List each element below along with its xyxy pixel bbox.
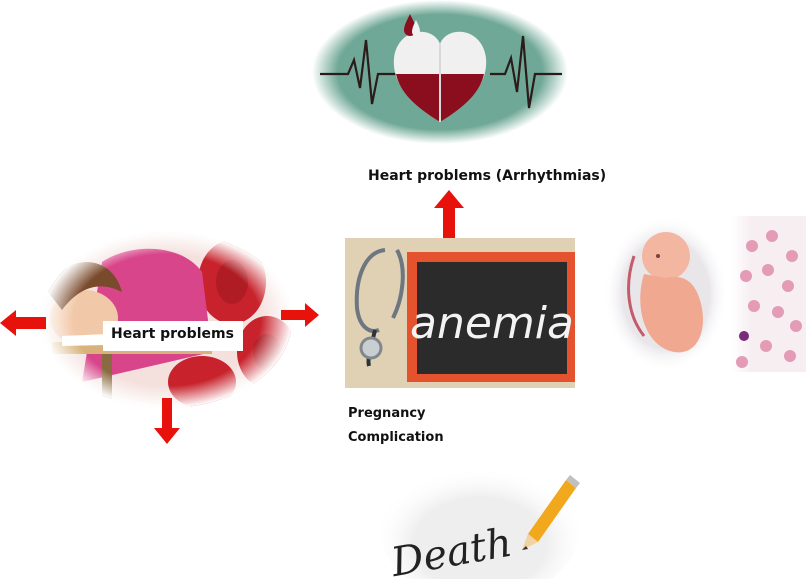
board-word: anemia [410, 298, 574, 349]
heart-ecg-icon [393, 14, 487, 122]
arrow-right-icon [281, 303, 319, 327]
fatigue-blood-cells-illustration [42, 232, 292, 408]
pencil-icon [522, 475, 580, 550]
blood-smear-illustration [732, 216, 806, 372]
arrow-up-icon [434, 190, 464, 238]
label-heart-arrhythmias: Heart problems (Arrhythmias) [368, 168, 607, 184]
anemia-board-illustration: anemia [345, 238, 575, 388]
label-complication: Complication [348, 430, 444, 445]
label-pregnancy: Pregnancy [348, 406, 426, 421]
fetus-illustration [604, 216, 728, 372]
ecg-line-icon [320, 39, 405, 105]
fetus-icon [627, 232, 703, 353]
arrow-left-icon [0, 310, 46, 336]
death-handwriting-illustration: Death [380, 460, 580, 579]
arrow-down-icon [154, 398, 180, 444]
stethoscope-icon [354, 248, 405, 367]
heart-ecg-illustration [312, 0, 568, 144]
label-heart-problems: Heart problems [103, 321, 243, 351]
